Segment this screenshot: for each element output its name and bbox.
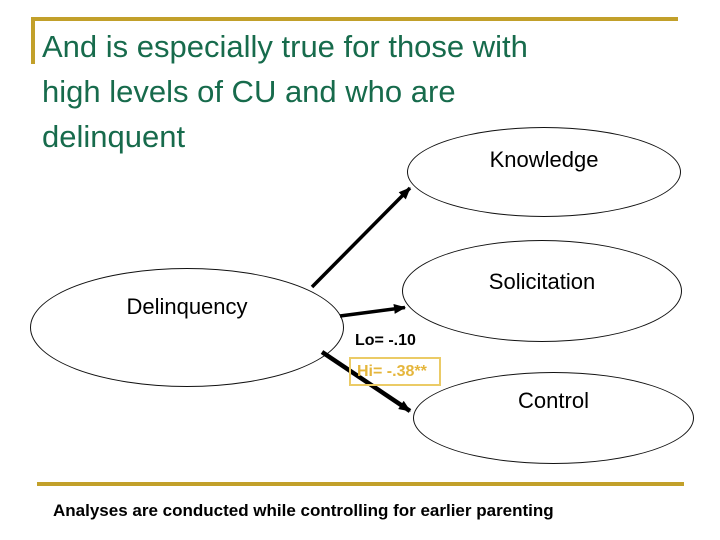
node-solicitation: Solicitation xyxy=(402,240,682,342)
node-delinquency-label: Delinquency xyxy=(126,294,248,319)
node-control-label: Control xyxy=(518,388,589,413)
edge-label-hi: Hi= -.38** xyxy=(357,362,427,380)
footer-divider-line xyxy=(37,482,684,486)
node-knowledge: Knowledge xyxy=(407,127,681,217)
slide-title: And is especially true for those with hi… xyxy=(42,29,528,154)
arrow-delinquency-to-solicitation xyxy=(339,303,406,318)
arrow-delinquency-to-knowledge xyxy=(310,186,412,289)
accent-line-left xyxy=(31,17,35,64)
node-solicitation-label: Solicitation xyxy=(488,269,596,294)
node-control: Control xyxy=(413,372,694,464)
node-delinquency: Delinquency xyxy=(30,268,344,387)
edge-label-hi-box: Hi= -.38** xyxy=(349,357,441,386)
node-knowledge-label: Knowledge xyxy=(489,147,599,172)
accent-line-top xyxy=(31,17,678,21)
footer-note: Analyses are conducted while controlling… xyxy=(53,501,554,520)
edge-label-lo: Lo= -.10 xyxy=(355,332,416,349)
